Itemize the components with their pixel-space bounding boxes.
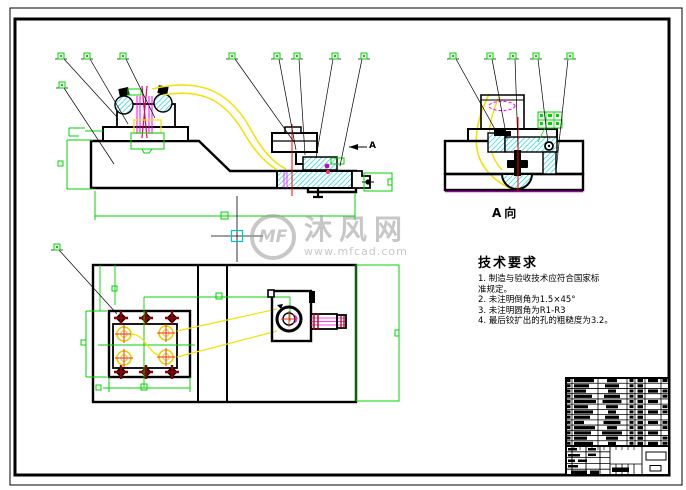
technical-requirements: 技术要求 1. 制造与验收技术应符合国家标 准规定。 2. 未注明倒角为1.5×… (478, 252, 663, 327)
sheet-border (9, 7, 683, 486)
tech-requirement-line: 1. 制造与验收技术应符合国家标 (478, 274, 600, 284)
watermark-logo-icon: MF (250, 214, 296, 260)
watermark-text: 沐风网 www.mfcad.com (304, 213, 410, 259)
a-view-caption: A向 (492, 206, 520, 220)
top-view (80, 263, 400, 404)
bom-table (565, 377, 670, 447)
top-view-dimensions (80, 265, 291, 392)
technical-requirements-title: 技术要求 (478, 256, 539, 271)
tech-requirement-line: 3. 未注明圆角为R1-R3 (478, 305, 566, 316)
locator-pin-symbols (115, 324, 175, 367)
a-direction-arrow (349, 144, 367, 150)
a-arrow-label: A (369, 141, 376, 151)
tech-requirement-line: 4. 最后铰扩出的孔的粗糙度为3.2。 (478, 316, 613, 326)
watermark-logo-text: MF (258, 227, 288, 247)
front-view (57, 84, 393, 220)
watermark-brand: 沐风网 (304, 213, 410, 246)
eccentric-block (267, 289, 347, 343)
watermark: MF 沐风网 www.mfcad.com (250, 214, 409, 260)
balloon-markers (51, 52, 576, 315)
front-view-dimensions (57, 139, 393, 220)
watermark-url: www.mfcad.com (304, 245, 408, 258)
a-direction-view (443, 93, 585, 193)
tech-requirement-line: 准规定。 (478, 284, 513, 295)
title-block (565, 445, 670, 476)
tech-requirement-line: 2. 未注明倒角为1.5×45° (478, 295, 576, 305)
